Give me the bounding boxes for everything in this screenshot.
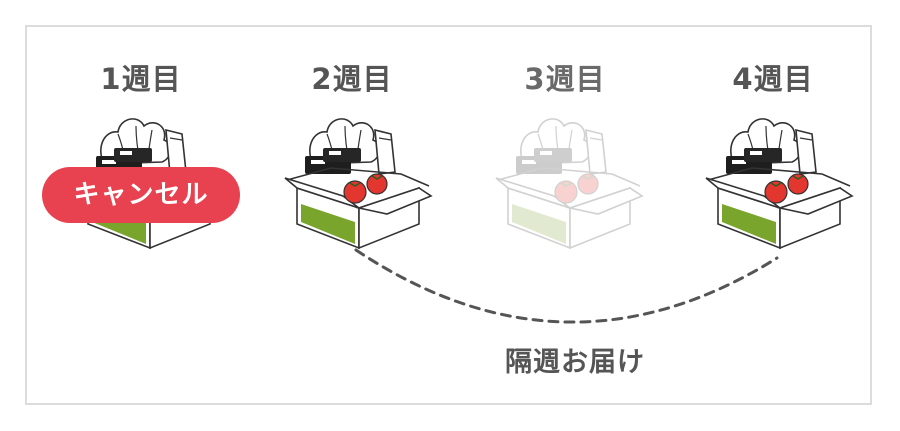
week-2-label: 2週目 <box>311 62 393 96</box>
week-1-label: 1週目 <box>100 62 182 96</box>
week-4-label: 4週目 <box>732 62 814 96</box>
cancel-badge: キャンセル <box>42 167 240 223</box>
biweekly-caption: 隔週お届け <box>505 347 645 378</box>
week-3-label: 3週目 <box>524 62 606 96</box>
